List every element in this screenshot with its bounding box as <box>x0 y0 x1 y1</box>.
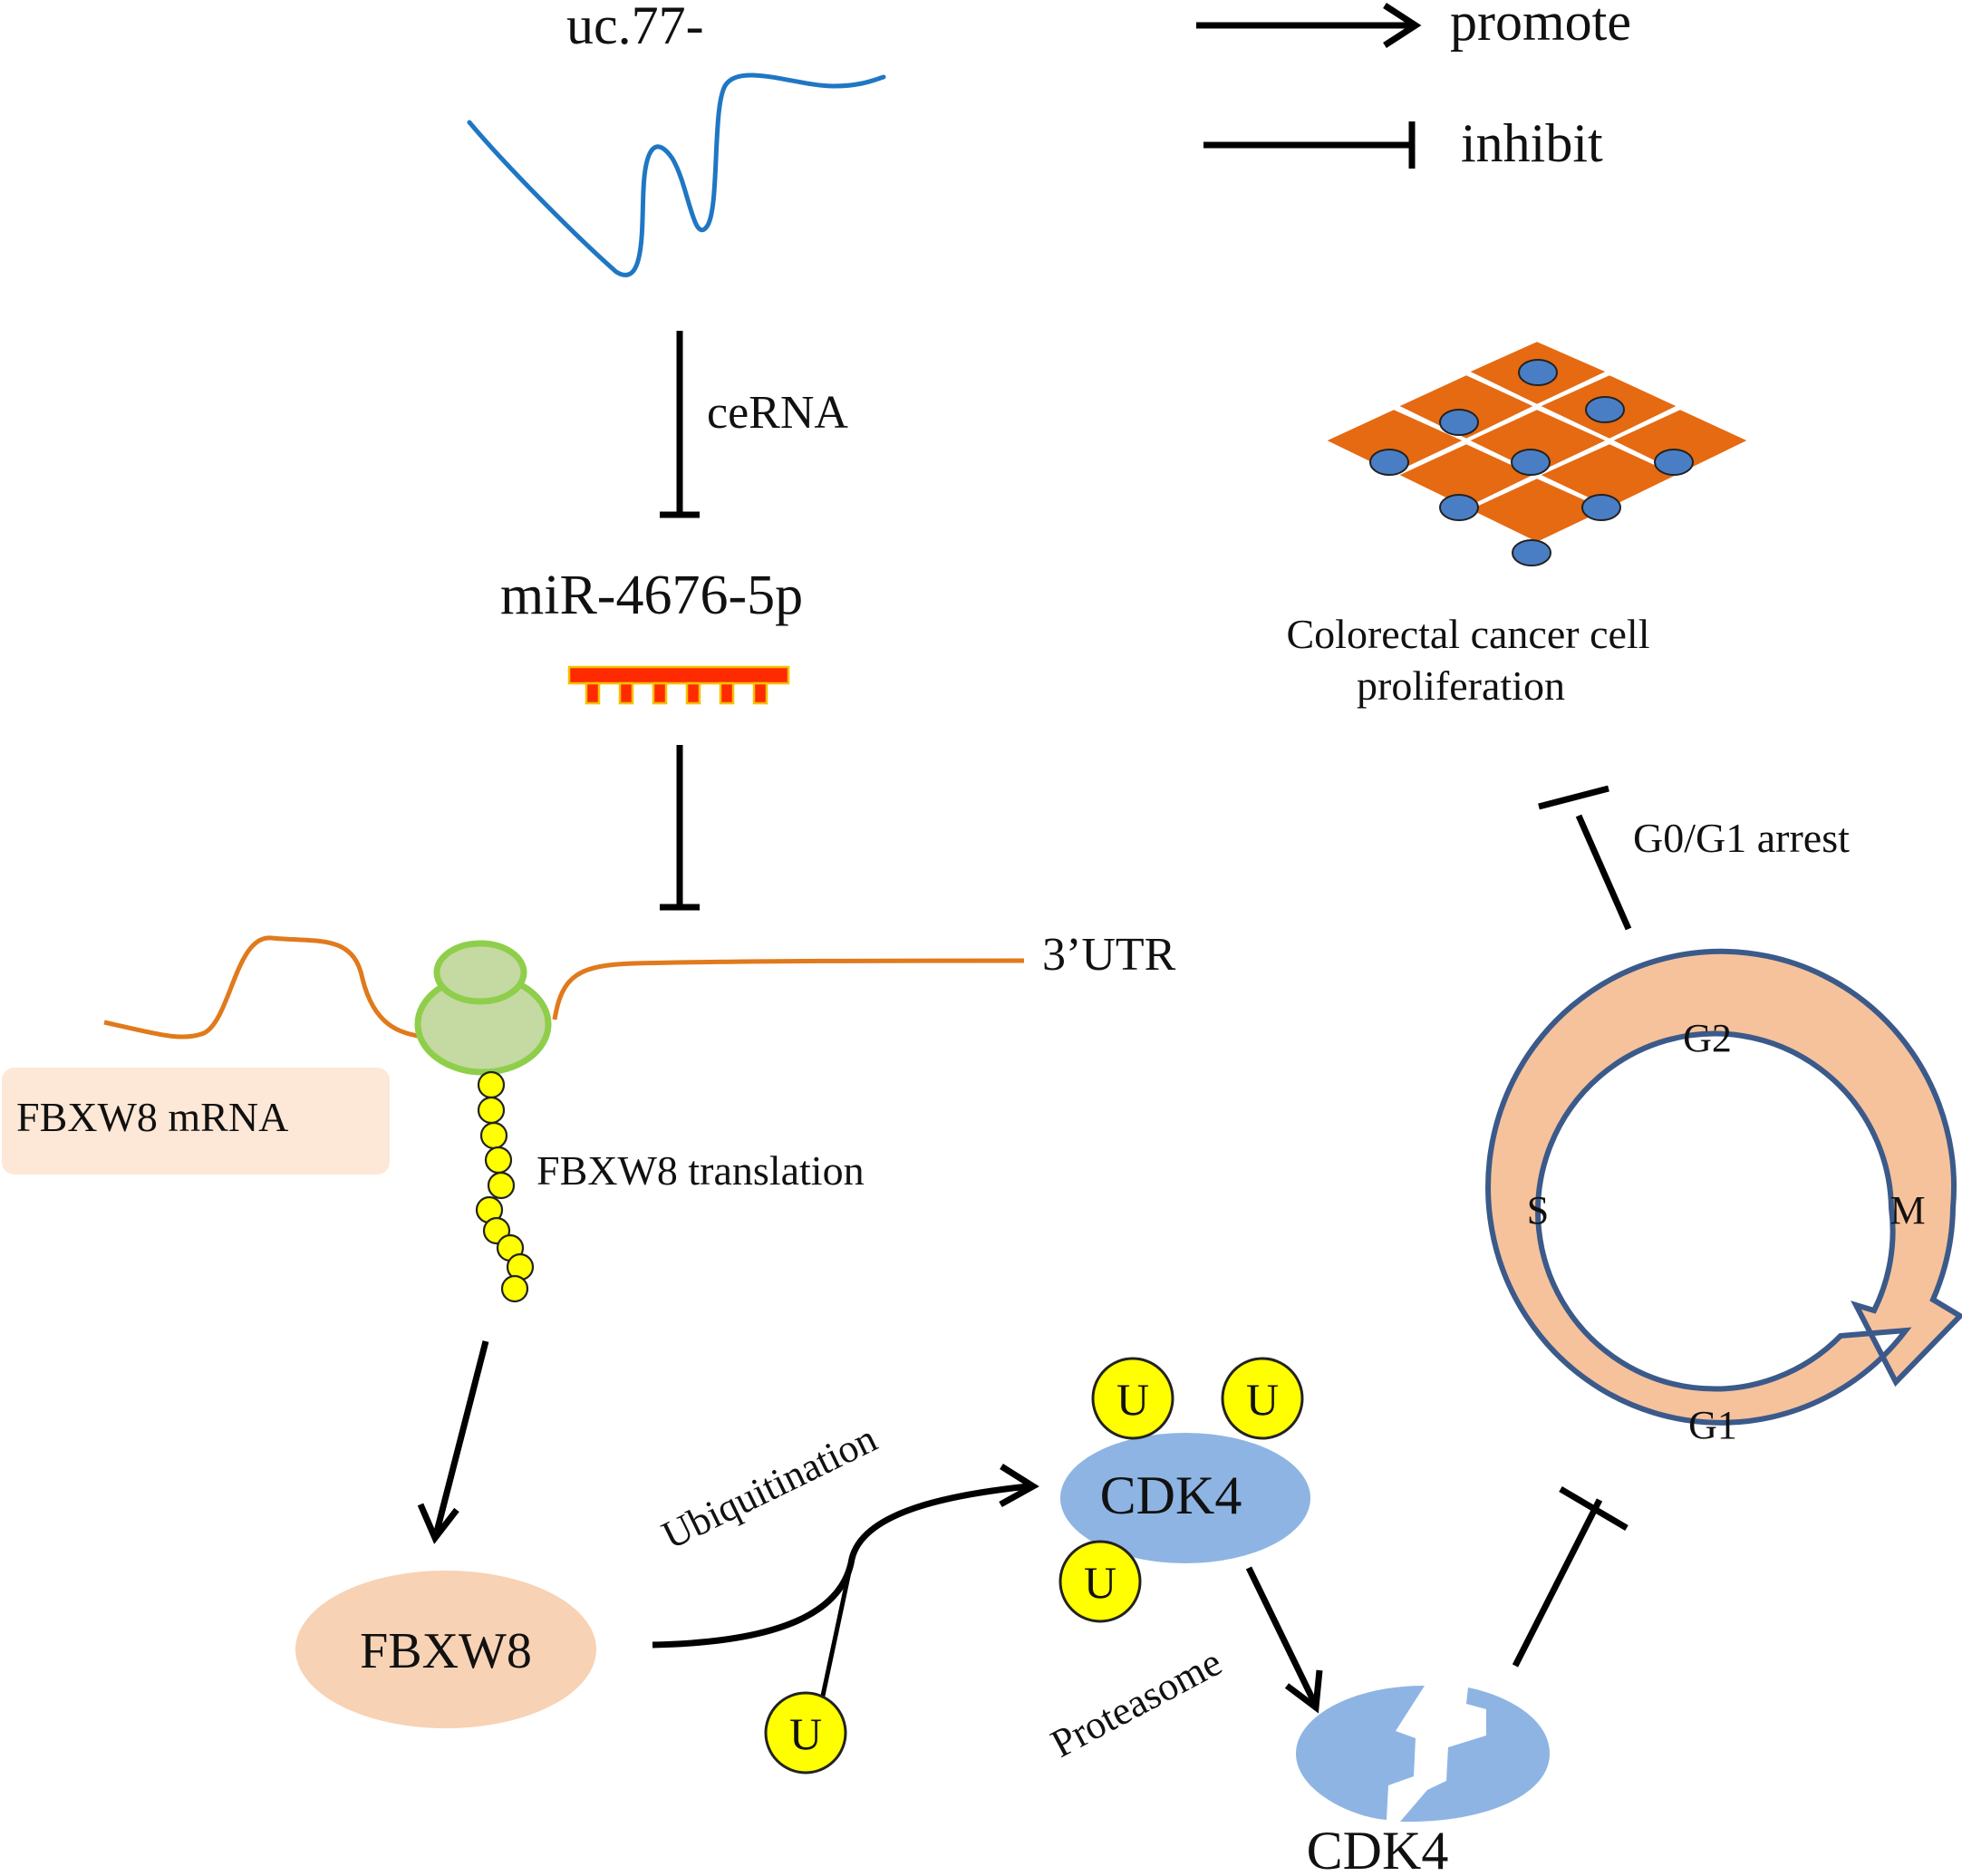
free-ubiquitin: U <box>764 1691 847 1774</box>
cell-cycle-inhibition <box>1512 1485 1629 1668</box>
ubiquitin-tag-1-label: U <box>1116 1374 1149 1425</box>
translation-label: FBXW8 translation <box>536 1147 865 1194</box>
ubiquitin-tag-1 <box>1091 1357 1174 1440</box>
phase-s-label: S <box>1527 1188 1549 1233</box>
cerna-inhibition: ceRNA <box>660 331 848 518</box>
phase-g1-label: G1 <box>1688 1403 1737 1447</box>
mirna-inhibition <box>660 745 700 911</box>
cdk4-label: CDK4 <box>1100 1465 1242 1525</box>
translation-arrow <box>417 1340 489 1544</box>
arrest-inhibit-line <box>1575 814 1632 931</box>
cdk4-degraded: CDK4 <box>1296 1686 1550 1876</box>
proteasome-arrowhead-icon <box>1284 1669 1323 1714</box>
fbxw8-ellipse <box>295 1571 596 1728</box>
mrna-3utr-strand-icon <box>552 958 1025 1020</box>
translation-arrow-line <box>433 1340 489 1533</box>
lncrna-wave-icon <box>467 73 886 277</box>
ubiquitin-tag-2 <box>1221 1357 1304 1440</box>
lncrna-label: uc.77- <box>566 0 704 55</box>
proteasome-label: Proteasome <box>1044 1639 1229 1766</box>
nuclei-icon <box>1369 359 1694 566</box>
cdk4-fragment-right-icon <box>1400 1687 1550 1823</box>
legend-inhibit-label: inhibit <box>1461 113 1603 173</box>
ubiquitin-circle <box>764 1691 847 1774</box>
ubiquitination-curve <box>652 1483 1029 1649</box>
ubiquitination-arrow: Ubiquitination <box>652 1416 1039 1709</box>
cell-cycle-band-icon <box>1485 948 1962 1426</box>
cycle-inhibit-bar <box>1559 1485 1629 1532</box>
mrna-name-box <box>2 1068 390 1175</box>
mirna-comb-icon <box>567 665 790 705</box>
peptide-chain-icon <box>475 1070 535 1303</box>
proteasome-arrow-line <box>1245 1566 1318 1704</box>
fbxw8-label: FBXW8 <box>360 1623 532 1679</box>
mirna-label: miR-4676-5p <box>500 565 803 626</box>
ubiquitin-label: U <box>789 1708 822 1759</box>
proliferation-line2: proliferation <box>1357 662 1565 709</box>
cdk4-ubiquitinated: CDK4 U U U <box>1058 1357 1310 1623</box>
cerna-label: ceRNA <box>707 387 848 439</box>
arrest-label: G0/G1 arrest <box>1633 815 1850 861</box>
ribosome-small-subunit-icon <box>433 940 527 1005</box>
ubiquitin-tag-3-label: U <box>1084 1557 1116 1608</box>
cdk4-degraded-label: CDK4 <box>1307 1821 1449 1871</box>
cancer-cell-sheet: Colorectal cancer cell proliferation <box>1287 337 1755 709</box>
translation-arrowhead-icon <box>417 1503 459 1544</box>
ubiquitination-arrowhead-icon <box>999 1464 1039 1508</box>
promote-arrowhead-icon <box>1383 3 1422 48</box>
utr-label: 3’UTR <box>1042 929 1176 981</box>
cycle-inhibit-line <box>1512 1498 1603 1668</box>
mrna-name-label: FBXW8 mRNA <box>16 1094 288 1140</box>
mrna-strand-icon <box>103 935 427 1040</box>
proliferation-line1: Colorectal cancer cell <box>1287 611 1650 657</box>
cdk4-fragment-left-icon <box>1296 1686 1425 1820</box>
phase-m-label: M <box>1890 1188 1925 1233</box>
mirna-mir4676: miR-4676-5p <box>500 565 803 705</box>
fbxw8-mrna: 3’UTR FBXW8 mRNA FBXW8 translation <box>2 929 1176 1303</box>
cdk4-ellipse <box>1060 1433 1310 1563</box>
legend: promote inhibit <box>1196 0 1631 173</box>
ubiquitin-tag-3 <box>1058 1540 1142 1623</box>
fbxw8-protein: FBXW8 <box>295 1571 596 1728</box>
arrest-inhibit-bar <box>1538 785 1609 810</box>
ubiquitin-tag-2-label: U <box>1246 1374 1279 1425</box>
cell-cycle: G2 S M G1 <box>1485 948 1962 1447</box>
phase-g2-label: G2 <box>1683 1016 1732 1060</box>
legend-promote-label: promote <box>1450 0 1631 52</box>
ubiquitination-label: Ubiquitination <box>655 1416 884 1558</box>
ubiquitin-tether-line <box>817 1567 853 1709</box>
arrest-inhibition: G0/G1 arrest <box>1538 785 1850 931</box>
lncrna-uc77: uc.77- <box>467 0 886 277</box>
